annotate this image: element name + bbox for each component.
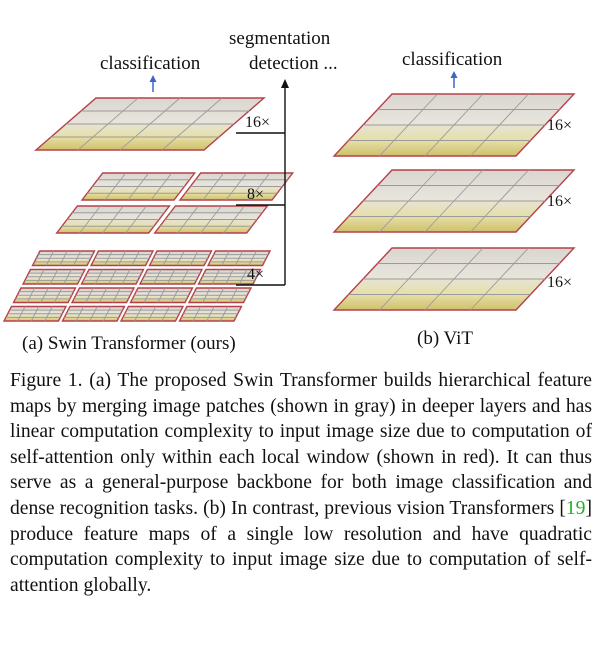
swin-layer-4x-window: [197, 268, 262, 285]
vit-layer-3: [332, 247, 576, 311]
vit-layers: [332, 93, 576, 311]
figure-caption: Figure 1. (a) The proposed Swin Transfor…: [10, 368, 592, 598]
vit-layer-1: [332, 93, 576, 157]
swin-layer-4x-window: [70, 287, 136, 304]
swin-layer-8x-window: [153, 205, 269, 234]
swin-layer-4x-window: [178, 305, 243, 322]
caption-text-2: ] produce feature maps of a single low r…: [10, 497, 592, 596]
swin-layer-16x-window: [34, 97, 266, 151]
swin-layer-4x-window: [80, 268, 145, 285]
segmentation-label: segmentation: [229, 28, 331, 49]
swin-layer-4x-window: [206, 250, 272, 267]
left-classification-arrow: [149, 75, 157, 92]
swin-layer-4x-window: [21, 268, 87, 285]
swin-layer-4x-window: [12, 287, 77, 304]
right-classification-arrow: [450, 71, 458, 88]
swin-layer-4x-window: [61, 305, 126, 322]
right-multiplier-1: 16×: [547, 117, 572, 134]
swin-layer-8x-window: [80, 172, 197, 201]
swin-layer-4x-window: [187, 287, 253, 304]
swin-layer-4x-window: [89, 250, 155, 267]
detection-label: detection ...: [249, 53, 338, 74]
left-classification-label: classification: [100, 53, 201, 74]
left-multiplier-16: 16×: [245, 114, 270, 131]
citation-link[interactable]: 19: [565, 497, 586, 519]
left-multiplier-8: 8×: [247, 186, 264, 203]
swin-layer-4x-window: [148, 250, 213, 267]
swin-hierarchy: [2, 97, 295, 322]
left-multiplier-4: 4×: [247, 266, 264, 283]
swin-layer-8x-window: [55, 205, 171, 234]
swin-layer-8x-window: [178, 172, 295, 201]
swin-layer-4x-window: [138, 268, 204, 285]
swin-layer-4x-window: [119, 305, 185, 322]
swin-layer-4x-window: [31, 250, 96, 267]
subcaption-b: (b) ViT: [417, 328, 473, 349]
swin-layer-4x-window: [2, 305, 68, 322]
vit-layer-2: [332, 169, 576, 233]
swin-layer-4x-window: [129, 287, 194, 304]
right-classification-label: classification: [402, 49, 503, 70]
right-multiplier-2: 16×: [547, 193, 572, 210]
subcaption-a: (a) Swin Transformer (ours): [22, 333, 236, 354]
right-multiplier-3: 16×: [547, 274, 572, 291]
caption-text-1: Figure 1. (a) The proposed Swin Transfor…: [10, 370, 592, 519]
feature-connector: [236, 79, 289, 286]
figure-diagram: classification segmentation detection ..…: [2, 28, 576, 354]
